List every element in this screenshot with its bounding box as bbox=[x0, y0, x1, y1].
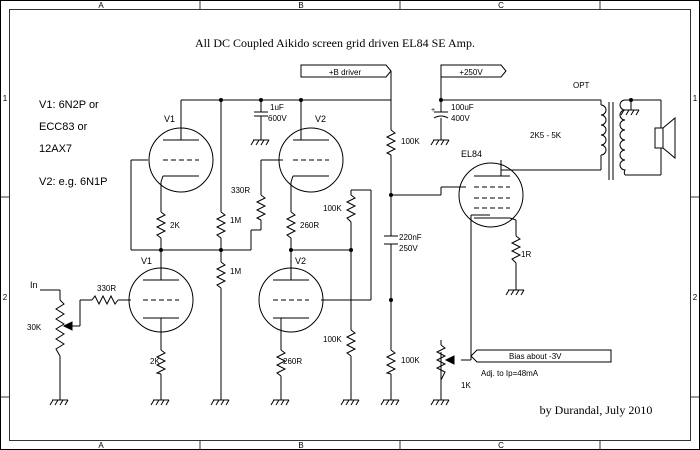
row-label-1-left: 1 bbox=[3, 94, 8, 103]
resistor-100k-grid-upper-label: 100K bbox=[323, 204, 342, 213]
tube-el84 bbox=[458, 160, 524, 228]
capacitor-1uf-voltage: 600V bbox=[268, 114, 287, 123]
tube-el84-label: EL84 bbox=[461, 149, 482, 159]
resistor-260r-top bbox=[285, 211, 297, 239]
note-v2: V2: e.g. 6N1P bbox=[39, 176, 108, 188]
schematic-title: All DC Coupled Aikido screen grid driven… bbox=[195, 36, 475, 50]
col-label-a-top: A bbox=[98, 1, 104, 10]
output-transformer bbox=[600, 99, 626, 180]
svg-text:+: + bbox=[431, 107, 435, 114]
resistor-100k-plate-label: 100K bbox=[401, 137, 420, 146]
resistor-2k-top-label: 2K bbox=[170, 221, 180, 230]
row-label-2-left: 2 bbox=[3, 293, 8, 302]
resistor-1m-upper-label: 1M bbox=[230, 216, 241, 225]
capacitor-1uf bbox=[254, 111, 268, 140]
potentiometer-30k bbox=[55, 299, 73, 357]
resistor-1r-cathode-label: 1R bbox=[521, 250, 531, 259]
note-v1-line2: ECC83 or bbox=[39, 121, 88, 133]
junction-dots bbox=[159, 98, 633, 302]
resistor-100k-grid-lower-label: 100K bbox=[323, 335, 342, 344]
capacitor-100uf: + bbox=[431, 100, 449, 140]
resistor-100k-bottom-label: 100K bbox=[401, 356, 420, 365]
rail-250v-flag bbox=[440, 64, 507, 100]
resistor-1m-upper bbox=[215, 211, 227, 239]
rail-b-driver-flag bbox=[300, 64, 392, 100]
bias-label: Bias about -3V bbox=[509, 352, 562, 361]
resistor-100k-grid-upper bbox=[345, 194, 357, 223]
capacitor-220nf-voltage: 250V bbox=[399, 244, 418, 253]
note-v1-line3: 12AX7 bbox=[39, 143, 72, 155]
resistor-260r-bottom bbox=[275, 349, 287, 377]
bias-flag bbox=[440, 340, 612, 363]
ground-symbols bbox=[49, 109, 640, 406]
col-label-b-bottom: B bbox=[298, 441, 303, 450]
resistor-100k-bottom bbox=[385, 349, 397, 375]
bias-note: Adj. to Ip=48mA bbox=[481, 369, 539, 378]
tube-v2-bottom-label: V2 bbox=[295, 256, 306, 266]
resistor-260r-bottom-label: 260R bbox=[283, 357, 302, 366]
resistor-330r-input-label: 330R bbox=[97, 284, 116, 293]
resistor-2k-top bbox=[155, 211, 167, 239]
capacitor-220nf-label: 220nF bbox=[399, 233, 422, 242]
resistor-260r-top-label: 260R bbox=[300, 221, 319, 230]
author-credit: by Durandal, July 2010 bbox=[540, 403, 653, 417]
row-label-2-right: 2 bbox=[693, 293, 698, 302]
primary-impedance-label: 2K5 - 5K bbox=[530, 131, 562, 140]
resistor-1m-lower bbox=[215, 261, 227, 289]
tube-v2-top bbox=[278, 127, 344, 193]
potentiometer-30k-label: 30K bbox=[27, 323, 42, 332]
col-label-b-top: B bbox=[298, 1, 303, 10]
resistor-100k-plate bbox=[385, 129, 397, 156]
tube-v1-bottom-label: V1 bbox=[141, 256, 152, 266]
resistor-330r-input bbox=[91, 294, 119, 306]
resistor-100k-grid-lower bbox=[345, 329, 357, 357]
tube-v2-bottom bbox=[258, 267, 324, 333]
capacitor-220nf bbox=[384, 235, 398, 245]
tube-v1-bottom bbox=[128, 267, 194, 333]
wiring bbox=[40, 99, 662, 400]
tube-v1-top bbox=[148, 127, 214, 193]
speaker-icon bbox=[654, 116, 676, 160]
note-v1-line1: V1: 6N2P or bbox=[39, 99, 99, 111]
rail-b-driver-label: +B driver bbox=[329, 68, 362, 77]
resistor-1r-cathode bbox=[510, 235, 522, 264]
potentiometer-1k-label: 1K bbox=[461, 381, 471, 390]
capacitor-100uf-label: 100uF bbox=[451, 103, 474, 112]
input-label: In bbox=[30, 280, 38, 290]
tube-v1-top-label: V1 bbox=[164, 114, 175, 124]
capacitor-1uf-label: 1uF bbox=[270, 103, 284, 112]
resistor-2k-bottom-label: 2K bbox=[150, 357, 160, 366]
capacitor-100uf-voltage: 400V bbox=[451, 114, 470, 123]
resistor-2k-bottom bbox=[155, 349, 167, 375]
resistor-330r-grid-label: 330R bbox=[231, 186, 250, 195]
resistor-330r-grid bbox=[255, 194, 267, 221]
resistor-1m-lower-label: 1M bbox=[230, 267, 241, 276]
col-label-c-top: C bbox=[498, 1, 504, 10]
row-label-1-right: 1 bbox=[693, 94, 698, 103]
col-label-a-bottom: A bbox=[98, 441, 104, 450]
potentiometer-1k bbox=[435, 344, 455, 381]
rail-250v-label: +250V bbox=[459, 68, 483, 77]
tube-v2-top-label: V2 bbox=[315, 114, 326, 124]
col-label-c-bottom: C bbox=[498, 441, 504, 450]
output-transformer-label: OPT bbox=[573, 81, 590, 90]
